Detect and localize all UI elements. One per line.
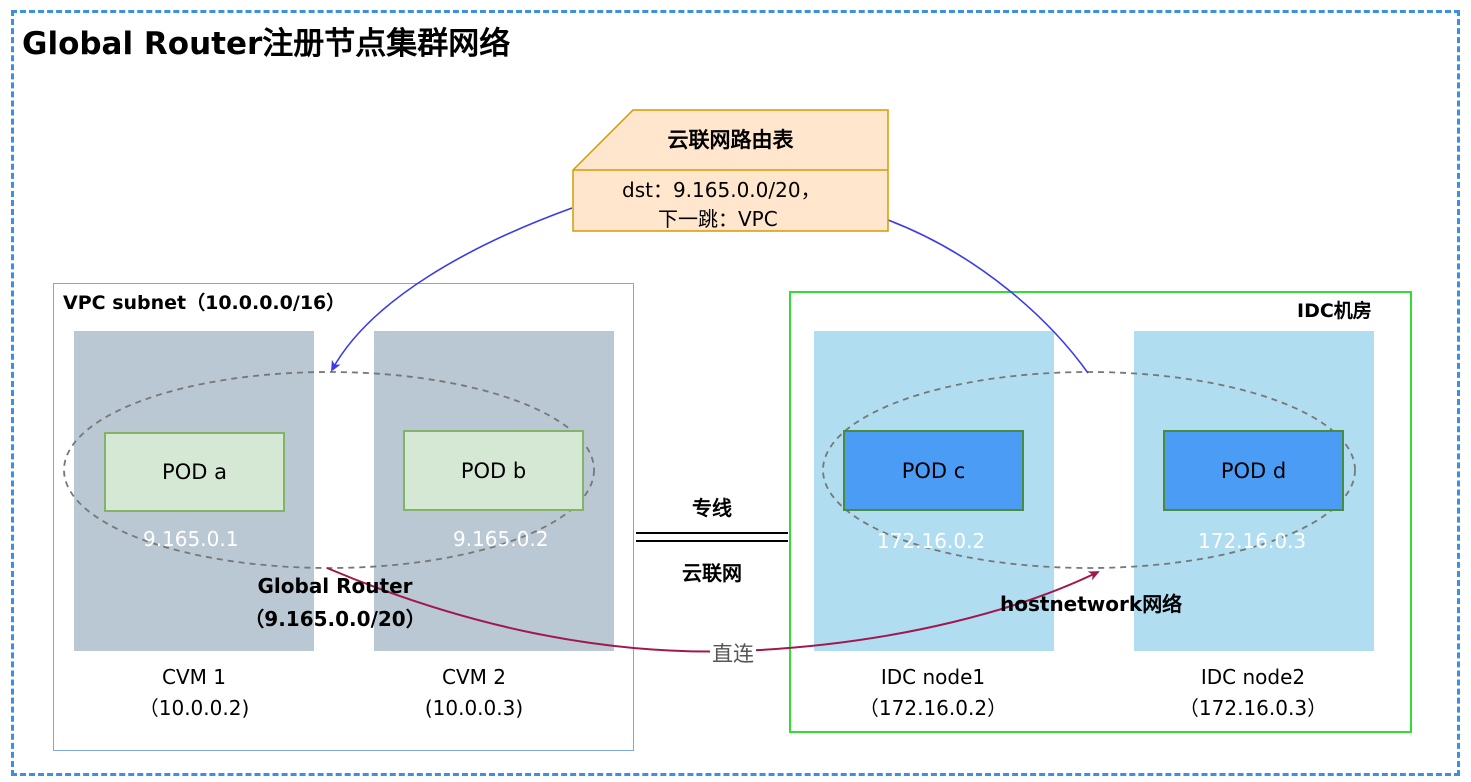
diagram-frame (11, 10, 1460, 776)
pod-a-ip: 9.165.0.1 (143, 527, 239, 551)
cvm-1-name: CVM 1 (162, 665, 226, 689)
pod-c-ip: 172.16.0.2 (877, 529, 986, 553)
cvm-2-name: CVM 2 (442, 665, 506, 689)
route-table-dst: dst：9.165.0.0/20， (622, 178, 821, 202)
global-router-label: Global Router (257, 574, 413, 598)
global-router-cidr: （9.165.0.0/20） (244, 607, 426, 631)
idc-node1-name: IDC node1 (880, 665, 986, 689)
idc-room-container (789, 291, 1412, 733)
idc-room-label: IDC机房 (1297, 300, 1372, 322)
page-title: Global Router注册节点集群网络 (22, 26, 511, 62)
idc-node2-ip: （172.16.0.3） (1178, 696, 1328, 720)
vpc-subnet-container (53, 283, 634, 751)
hostnetwork-label: hostnetwork网络 (1000, 592, 1183, 616)
route-to-vpc-arrow (331, 207, 573, 372)
pod-a: POD a (104, 432, 285, 512)
direct-connection-label: 直连 (710, 638, 756, 668)
route-table-next-hop: 下一跳：VPC (658, 207, 778, 231)
cvm-1-ip: （10.0.0.2) (138, 696, 250, 720)
dedicated-line-label: 专线 (692, 496, 732, 520)
route-table-header: 云联网路由表 (667, 128, 794, 152)
cvm-2-ip: (10.0.0.3) (424, 696, 524, 720)
ccn-label: 云联网 (682, 561, 742, 585)
hostnetwork-ellipse (822, 371, 1356, 569)
idc-node2-name: IDC node2 (1200, 665, 1306, 689)
route-to-idc-line (887, 219, 1089, 374)
pod-d: POD d (1163, 430, 1344, 511)
pod-c: POD c (843, 430, 1024, 511)
vpc-subnet-label: VPC subnet（10.0.0.0/16） (63, 292, 346, 314)
pod-b: POD b (403, 430, 584, 511)
pod-d-ip: 172.16.0.3 (1198, 529, 1307, 553)
idc-node1-ip: （172.16.0.2） (858, 696, 1008, 720)
pod-b-ip: 9.165.0.2 (453, 527, 549, 551)
